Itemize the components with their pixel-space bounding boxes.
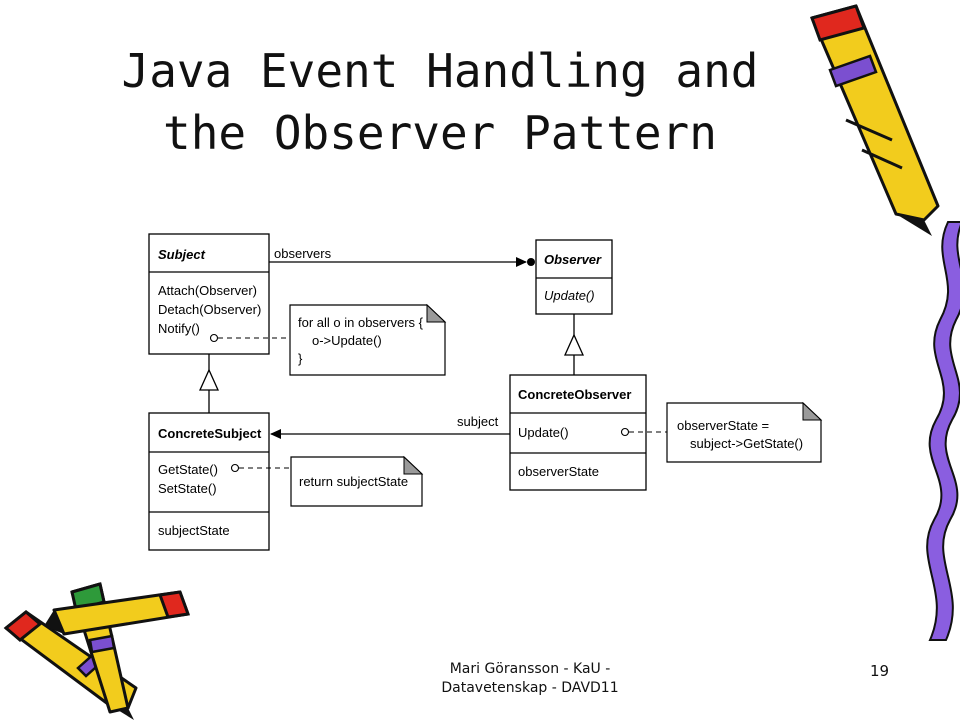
concrete-subject-method-setstate: SetState() [158, 481, 217, 496]
concrete-observer-method-update: Update() [518, 425, 569, 440]
note-update: observerState = subject->GetState() [666, 401, 823, 463]
note-get-state: return subjectState [290, 455, 424, 507]
note-notify-line-2: o->Update() [312, 333, 382, 348]
concrete-observer-class-name: ConcreteObserver [518, 387, 631, 402]
association-observers: observers [269, 246, 535, 267]
observer-class-box: Observer Update() [535, 239, 613, 315]
subject-method-notify: Notify() [158, 321, 200, 336]
note-update-line-1: observerState = [677, 418, 769, 433]
note-get-state-line-1: return subjectState [299, 474, 408, 489]
note-notify-line-1: for all o in observers { [298, 315, 424, 330]
note-notify: for all o in observers { o->Update() } [289, 303, 447, 376]
association-subject: subject [270, 414, 510, 439]
subject-class-name: Subject [158, 247, 206, 262]
note-connector-update [620, 427, 667, 437]
slide-title: Java Event Handling and the Observer Pat… [80, 40, 800, 164]
concrete-subject-class-box: ConcreteSubject GetState() SetState() su… [148, 412, 270, 551]
subject-class-box: Subject Attach(Observer) Detach(Observer… [148, 233, 270, 355]
concrete-subject-method-getstate: GetState() [158, 462, 218, 477]
slide-title-line-1: Java Event Handling and [121, 44, 759, 98]
concrete-observer-attribute: observerState [518, 464, 599, 479]
observer-class-name: Observer [544, 252, 602, 267]
slide-number: 19 [870, 662, 890, 680]
note-connector-notify [209, 333, 290, 343]
squiggle-decoration-icon [926, 221, 960, 641]
pencils-bottom-left-icon [3, 582, 191, 720]
slide-footer: Mari Göransson - KaU - Datavetenskap - D… [400, 660, 660, 698]
inheritance-concrete-subject [198, 354, 220, 413]
subject-method-detach: Detach(Observer) [158, 302, 261, 317]
footer-line-1: Mari Göransson - KaU - [449, 661, 611, 677]
note-connector-get-state [230, 463, 291, 473]
observer-method-update: Update() [544, 288, 595, 303]
footer-line-2: Datavetenskap - DAVD11 [441, 680, 619, 696]
association-subject-label: subject [457, 414, 499, 429]
concrete-subject-attribute: subjectState [158, 523, 230, 538]
subject-method-attach: Attach(Observer) [158, 283, 257, 298]
note-notify-line-3: } [298, 351, 303, 366]
concrete-subject-class-name: ConcreteSubject [158, 426, 262, 441]
pencil-top-right-icon [810, 4, 940, 236]
note-update-line-2: subject->GetState() [690, 436, 803, 451]
inheritance-concrete-observer [563, 314, 585, 375]
slide-title-line-2: the Observer Pattern [163, 106, 717, 160]
association-observers-label: observers [274, 246, 332, 261]
